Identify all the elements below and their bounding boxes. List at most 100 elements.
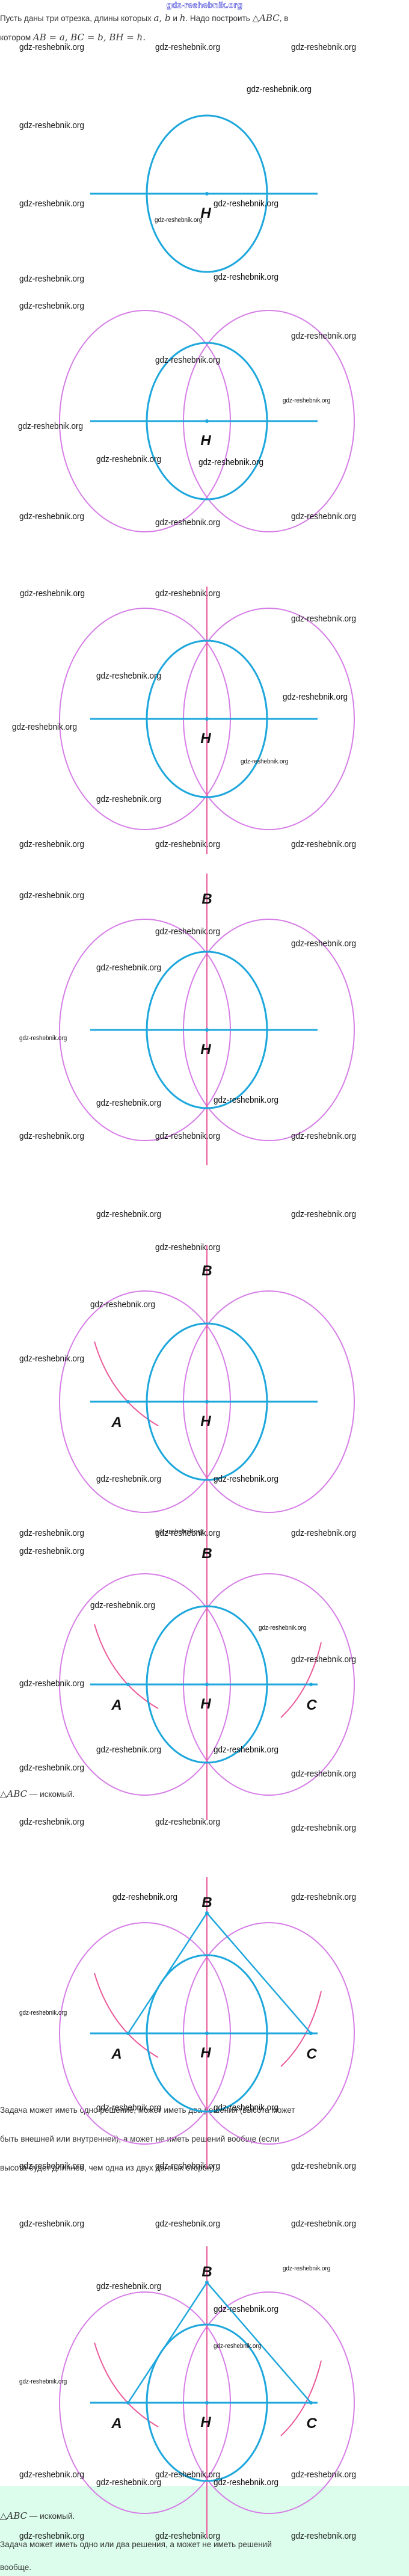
watermark: gdz-reshebnik.org: [214, 2343, 262, 2350]
watermark: gdz-reshebnik.org: [155, 2161, 221, 2171]
summary-box: △ABC — искомый. Задача может иметь одно …: [0, 2486, 409, 2576]
intro-text: и: [170, 14, 180, 23]
watermark: gdz-reshebnik.org: [19, 1546, 85, 1556]
watermark: gdz-reshebnik.org: [20, 588, 85, 599]
construction-figure-4: HB: [59, 874, 355, 1165]
watermark: gdz-reshebnik.org: [291, 1654, 357, 1665]
point-label-a: A: [111, 2415, 121, 2432]
watermark: gdz-reshebnik.org: [19, 1528, 85, 1538]
point-h: [205, 419, 209, 423]
watermark: gdz-reshebnik.org: [214, 199, 279, 209]
watermark: gdz-reshebnik.org: [283, 397, 331, 404]
watermark: gdz-reshebnik.org: [291, 2531, 357, 2541]
watermark: gdz-reshebnik.org: [19, 199, 85, 209]
point-label-c: C: [306, 2046, 317, 2062]
watermark: gdz-reshebnik.org: [214, 2304, 279, 2314]
watermark: gdz-reshebnik.org: [155, 2219, 221, 2229]
point-label-b: B: [201, 1545, 212, 1562]
watermark: gdz-reshebnik.org: [155, 926, 221, 937]
watermark: gdz-reshebnik.org: [12, 722, 78, 732]
watermark: gdz-reshebnik.org: [291, 938, 357, 949]
watermark: gdz-reshebnik.org: [291, 614, 357, 624]
point-label-c: C: [306, 1697, 317, 1713]
watermark: gdz-reshebnik.org: [291, 42, 357, 52]
watermark: gdz-reshebnik.org: [214, 1745, 279, 1755]
point-c: [309, 1683, 313, 1686]
point-label-h: H: [200, 2414, 211, 2430]
watermark: gdz-reshebnik.org: [291, 1528, 357, 1538]
summary-label: — искомый.: [27, 2512, 75, 2521]
point-h: [205, 1683, 209, 1686]
point-label-b: B: [201, 2264, 212, 2280]
point-label-a: A: [111, 1414, 121, 1431]
watermark: gdz-reshebnik.org: [90, 1600, 156, 1610]
point-label-a: A: [111, 1697, 121, 1713]
construction-figure-6: H B A C: [59, 1528, 355, 1820]
watermark: gdz-reshebnik.org: [155, 1817, 221, 1827]
watermark: gdz-reshebnik.org: [155, 355, 221, 365]
summary-result: △ABC — искомый.: [0, 2510, 75, 2522]
point-label-c: C: [306, 2415, 317, 2432]
watermark: gdz-reshebnik.org: [291, 1131, 357, 1141]
watermark: gdz-reshebnik.org: [198, 457, 264, 467]
math-triangle: △ABC: [0, 1789, 28, 1799]
point-a: [126, 1400, 130, 1404]
point-label-b: B: [201, 1894, 212, 1911]
watermark: gdz-reshebnik.org: [155, 839, 221, 849]
point-c: [309, 2032, 313, 2035]
intro-line-2: котором AB = a, BC = b, BH = h.: [0, 31, 146, 44]
watermark: gdz-reshebnik.org: [291, 1209, 357, 1219]
point-a: [126, 2401, 130, 2405]
watermark: gdz-reshebnik.org: [19, 1035, 67, 1042]
construction-figure-2: H: [59, 310, 355, 532]
watermark: gdz-reshebnik.org: [19, 890, 85, 901]
watermark: gdz-reshebnik.org: [155, 1528, 221, 1538]
math-a-b: a, b: [153, 13, 171, 23]
watermark: gdz-reshebnik.org: [155, 1131, 221, 1141]
point-label-h: H: [200, 1413, 211, 1429]
summary-line-1: Задача может иметь одно или два решения,…: [0, 2540, 272, 2549]
watermark: gdz-reshebnik.org: [291, 2161, 357, 2171]
note-line-1: Задача может иметь одно решение, может и…: [0, 2106, 295, 2115]
point-label-h: H: [200, 1696, 211, 1712]
summary-line-2: вообще.: [0, 2563, 31, 2572]
watermark: gdz-reshebnik.org: [18, 421, 84, 431]
point-label-h: H: [200, 2045, 211, 2061]
point-label-h: H: [200, 730, 211, 747]
watermark: gdz-reshebnik.org: [291, 2219, 357, 2229]
construction-figure-1: H: [90, 114, 318, 273]
watermark: gdz-reshebnik.org: [291, 2470, 357, 2480]
watermark: gdz-reshebnik.org: [291, 1892, 357, 1902]
intro-text: котором: [0, 33, 33, 42]
math-conditions: AB = a, BC = b, BH = h.: [32, 32, 146, 43]
result-label: — искомый.: [27, 1790, 75, 1799]
construction-figure-7: H B A C: [59, 1877, 355, 2169]
watermark: gdz-reshebnik.org: [19, 2219, 85, 2229]
watermark: gdz-reshebnik.org: [155, 2531, 221, 2541]
point-label-h: H: [200, 205, 211, 221]
intro-line-1: Пусть даны три отрезка, длины которых a,…: [0, 12, 288, 25]
point-label-b: B: [201, 891, 212, 907]
watermark: gdz-reshebnik.org: [96, 454, 162, 464]
watermark: gdz-reshebnik.org: [96, 1098, 162, 1108]
watermark: gdz-reshebnik.org: [96, 2281, 162, 2291]
watermark: gdz-reshebnik.org: [19, 1763, 85, 1773]
point-h: [205, 1028, 209, 1032]
site-logo[interactable]: gdz-reshebnik.org: [166, 0, 243, 10]
watermark: gdz-reshebnik.org: [214, 1474, 279, 1484]
point-label-h: H: [200, 1041, 211, 1058]
watermark: gdz-reshebnik.org: [155, 1528, 203, 1535]
watermark: gdz-reshebnik.org: [19, 120, 85, 131]
point-label-a: A: [111, 2046, 121, 2062]
watermark: gdz-reshebnik.org: [96, 671, 162, 681]
watermark: gdz-reshebnik.org: [19, 2161, 85, 2171]
math-triangle: △ABC: [252, 13, 280, 23]
watermark: gdz-reshebnik.org: [291, 1823, 357, 1833]
watermark: gdz-reshebnik.org: [96, 2103, 162, 2113]
watermark: gdz-reshebnik.org: [96, 1209, 162, 1219]
construction-figure-5: HBA: [59, 1245, 355, 1537]
math-h: h: [179, 13, 186, 23]
result-text: △ABC — искомый.: [0, 1788, 75, 1801]
watermark: gdz-reshebnik.org: [19, 2009, 67, 2017]
watermark: gdz-reshebnik.org: [291, 1769, 357, 1779]
